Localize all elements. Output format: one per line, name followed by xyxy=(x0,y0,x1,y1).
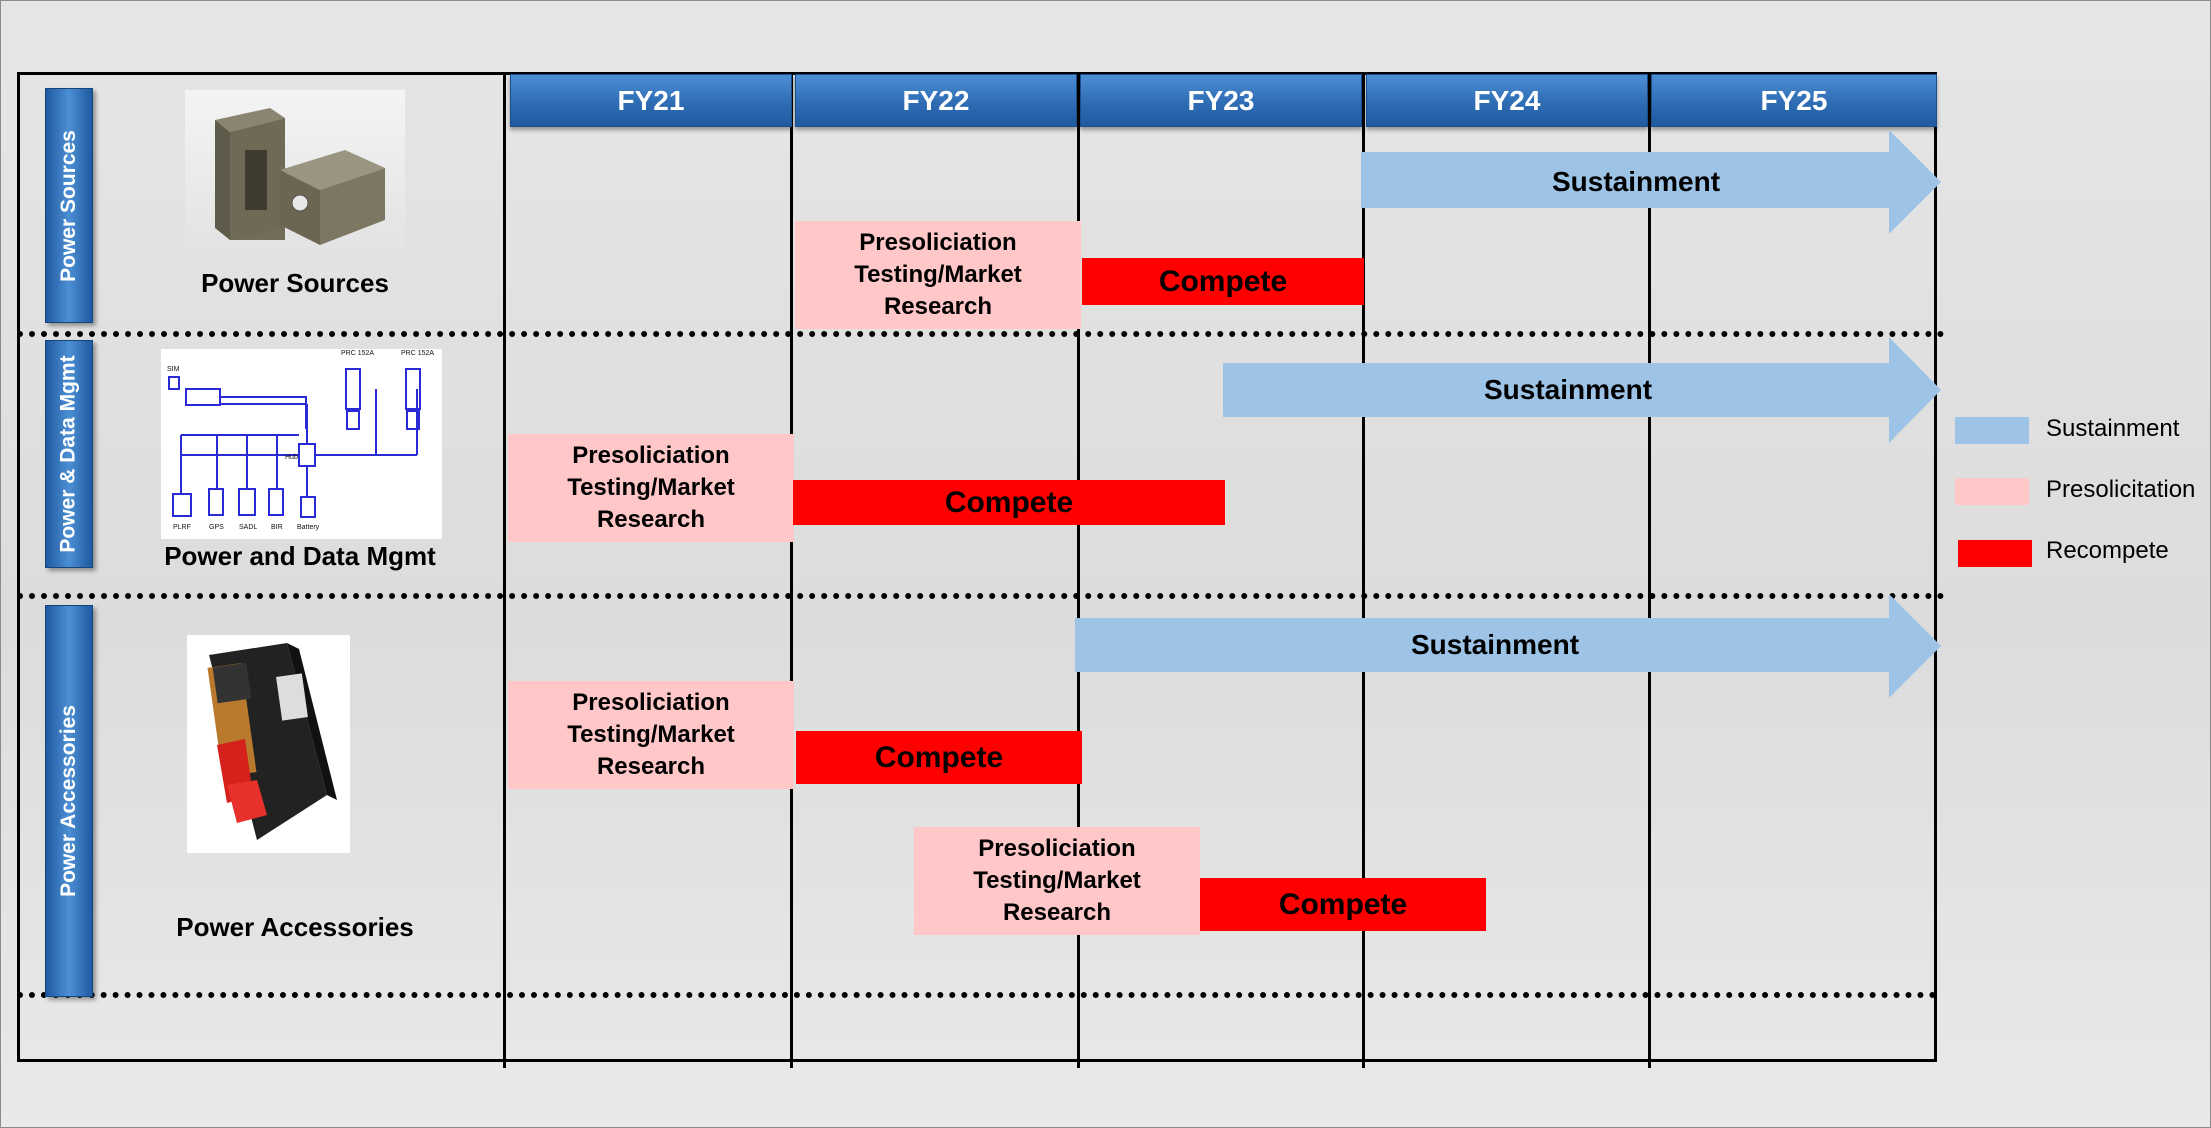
diagram-label-prc1: PRC 152A xyxy=(341,350,374,357)
legend-swatch-presolicitation xyxy=(1955,478,2029,505)
sustainment-arrow-shape-2 xyxy=(1223,337,1941,443)
sustainment-arrow-shape-1 xyxy=(1361,130,1941,234)
fy23-header: FY23 xyxy=(1080,74,1362,127)
roadmap-frame xyxy=(17,72,1937,1062)
presol-power-accessories-2: Presoliciation Testing/Market Research xyxy=(914,827,1200,935)
power-data-diagram: SIM PRC 152A PRC 152A Hub PLRF GPS SADL … xyxy=(167,350,434,531)
presol-power-accessories-1-line3: Research xyxy=(596,753,706,780)
fy22-header: FY22 xyxy=(795,74,1077,127)
compete-power-data-mgmt: Compete xyxy=(793,480,1225,525)
diagram-label-prc2: PRC 152A xyxy=(401,350,434,357)
sustainment-arrow-shape-3 xyxy=(1075,594,1941,698)
row-label-power-sources: Power Sources xyxy=(201,268,389,298)
power-accessories-photo xyxy=(187,635,350,853)
fy25-header: FY25 xyxy=(1651,74,1937,127)
presol-power-accessories-2-line1: Presoliciation xyxy=(978,835,1136,862)
row-separator-3 xyxy=(17,992,1937,998)
fy24-header: FY24 xyxy=(1366,74,1648,127)
diagram-label-sadl: SADL xyxy=(239,524,257,531)
side-tab-power-sources: Power Sources xyxy=(45,88,93,323)
presol-power-accessories-1-line2: Testing/Market xyxy=(567,721,735,748)
diagram-label-gps: GPS xyxy=(209,524,224,531)
presol-power-sources-line1: Presoliciation xyxy=(859,229,1017,256)
presol-power-accessories-1: Presoliciation Testing/Market Research xyxy=(508,681,794,789)
presol-power-accessories-1-line1: Presoliciation xyxy=(572,689,730,716)
row-separator-2 xyxy=(17,593,1945,599)
grid-line-fy24 xyxy=(1362,72,1365,1068)
compete-power-accessories-2: Compete xyxy=(1200,878,1486,931)
legend-label-presolicitation: Presolicitation xyxy=(2046,476,2196,503)
presol-power-data-mgmt-line3: Research xyxy=(596,506,706,533)
sustainment-label-power-sources: Sustainment xyxy=(1551,166,1721,197)
sustainment-label-power-data-mgmt: Sustainment xyxy=(1483,374,1653,405)
diagram-label-bir: BIR xyxy=(271,524,283,531)
side-tab-power-accessories: Power Accessories xyxy=(45,605,93,997)
battery-tester-image xyxy=(207,643,337,840)
diagram-label-hub: Hub xyxy=(285,454,298,461)
grid-line-start xyxy=(503,72,506,1068)
grid-line-fy25 xyxy=(1648,72,1651,1068)
diagram-label-sim: SIM xyxy=(167,366,180,373)
power-sources-image xyxy=(215,108,385,245)
power-sources-photo xyxy=(185,90,405,258)
fy21-header: FY21 xyxy=(510,74,792,127)
sustainment-arrow-power-data-mgmt xyxy=(1223,337,1941,443)
row-label-power-accessories: Power Accessories xyxy=(176,912,414,942)
presol-power-sources-line2: Testing/Market xyxy=(854,261,1022,288)
row-separator-1 xyxy=(17,331,1945,337)
presol-power-accessories-2-line2: Testing/Market xyxy=(973,867,1141,894)
side-tab-power-data-mgmt-label: Power & Data Mgmt xyxy=(57,355,81,553)
presol-power-data-mgmt: Presoliciation Testing/Market Research xyxy=(508,434,794,542)
presol-power-sources: Presoliciation Testing/Market Research xyxy=(795,221,1081,329)
diagram-label-battery: Battery xyxy=(297,524,320,531)
sustainment-arrow-power-accessories xyxy=(1075,594,1941,698)
grid-line-fy23 xyxy=(1077,72,1080,1068)
presol-power-data-mgmt-line1: Presoliciation xyxy=(572,442,730,469)
legend-label-sustainment: Sustainment xyxy=(2046,415,2180,442)
side-tab-power-accessories-label: Power Accessories xyxy=(57,705,80,897)
side-tab-power-sources-label: Power Sources xyxy=(57,129,81,282)
sustainment-label-power-accessories: Sustainment xyxy=(1410,629,1580,660)
diagram-label-plrf: PLRF xyxy=(173,524,191,531)
compete-power-accessories-1: Compete xyxy=(796,731,1082,784)
legend-swatch-sustainment xyxy=(1955,417,2029,444)
legend-swatch-recompete xyxy=(1958,540,2032,567)
legend-label-recompete: Recompete xyxy=(2046,537,2169,564)
compete-power-sources: Compete xyxy=(1082,258,1364,305)
presol-power-data-mgmt-line2: Testing/Market xyxy=(567,474,735,501)
presol-power-sources-line3: Research xyxy=(883,293,993,320)
row-label-power-data-mgmt: Power and Data Mgmt xyxy=(164,541,436,571)
side-tab-power-data-mgmt: Power & Data Mgmt xyxy=(45,340,93,568)
presol-power-accessories-2-line3: Research xyxy=(1002,899,1112,926)
sustainment-arrow-power-sources xyxy=(1361,130,1941,234)
grid-line-fy22 xyxy=(790,72,793,1068)
power-data-diagram-panel: SIM PRC 152A PRC 152A Hub PLRF GPS SADL … xyxy=(161,349,442,539)
